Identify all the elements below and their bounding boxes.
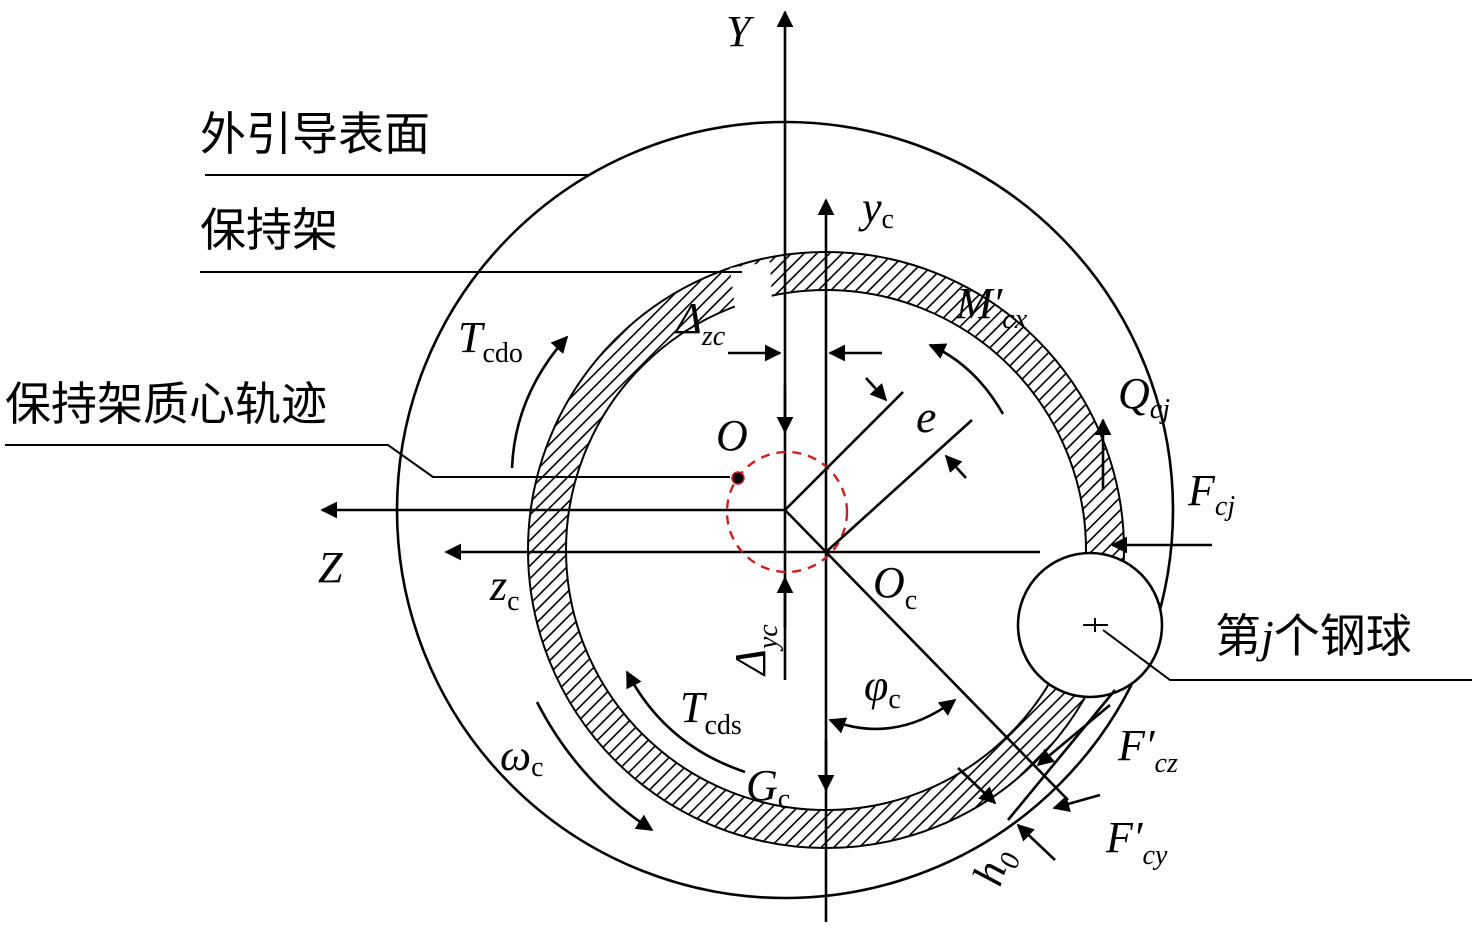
label-outer-guide-surface: 外引导表面 bbox=[200, 107, 430, 161]
e-arrow-2 bbox=[944, 454, 967, 479]
label-cage: 保持架 bbox=[200, 203, 338, 257]
symbol-Fcy: F′cy bbox=[1105, 813, 1168, 871]
symbol-Fcj: Fcj bbox=[1187, 466, 1235, 522]
ecc-line-1 bbox=[784, 391, 904, 511]
label-cage-cm-trajectory: 保持架质心轨迹 bbox=[5, 377, 327, 431]
label-ball-j: 第j个钢球 bbox=[1215, 609, 1412, 663]
ecc-line-2 bbox=[825, 419, 973, 553]
symbol-Y: Y bbox=[726, 7, 755, 56]
h0-arrow-1 bbox=[957, 767, 997, 805]
symbol-delta-yc: Δyc bbox=[726, 624, 784, 677]
symbol-delta-zc: Δzc bbox=[674, 294, 726, 352]
cage-cm-point bbox=[731, 471, 745, 485]
tcdo-arrow bbox=[510, 335, 569, 469]
symbol-zc: zc bbox=[489, 561, 520, 617]
symbol-Gc: Gc bbox=[746, 761, 790, 815]
radial-line bbox=[825, 551, 1069, 801]
fcz-arrow bbox=[1036, 704, 1111, 767]
omega-arrow bbox=[535, 701, 654, 832]
ecc-line-3 bbox=[784, 509, 827, 553]
tcds-arrow bbox=[625, 670, 746, 774]
symbol-Tcds: Tcds bbox=[680, 683, 742, 741]
h0-arrow-2 bbox=[1016, 823, 1056, 861]
leader-cage-cm bbox=[5, 444, 730, 478]
symbol-phi-c: φc bbox=[864, 661, 901, 715]
mcx-arrow bbox=[928, 343, 1005, 415]
symbol-Oc: Oc bbox=[873, 558, 917, 616]
symbol-Z: Z bbox=[318, 543, 343, 592]
tangent-line bbox=[1006, 689, 1117, 821]
symbol-Qcj: Qcj bbox=[1118, 369, 1170, 425]
symbol-O: O bbox=[716, 411, 748, 460]
e-arrow-1 bbox=[865, 377, 888, 402]
symbol-e: e bbox=[916, 391, 936, 442]
symbol-Fcz: F′cz bbox=[1117, 721, 1178, 779]
cage-ring-gap bbox=[730, 262, 772, 308]
symbol-omega-c: ωc bbox=[500, 731, 544, 783]
fcy-arrow bbox=[1052, 793, 1101, 812]
symbol-Tcdo: Tcdo bbox=[458, 313, 523, 369]
symbol-Mcx: M′cx bbox=[955, 279, 1028, 335]
phi-arc bbox=[828, 698, 957, 734]
leader-ball bbox=[1102, 629, 1472, 681]
symbol-yc: yc bbox=[858, 183, 894, 235]
cage-cm-trajectory bbox=[725, 450, 849, 574]
